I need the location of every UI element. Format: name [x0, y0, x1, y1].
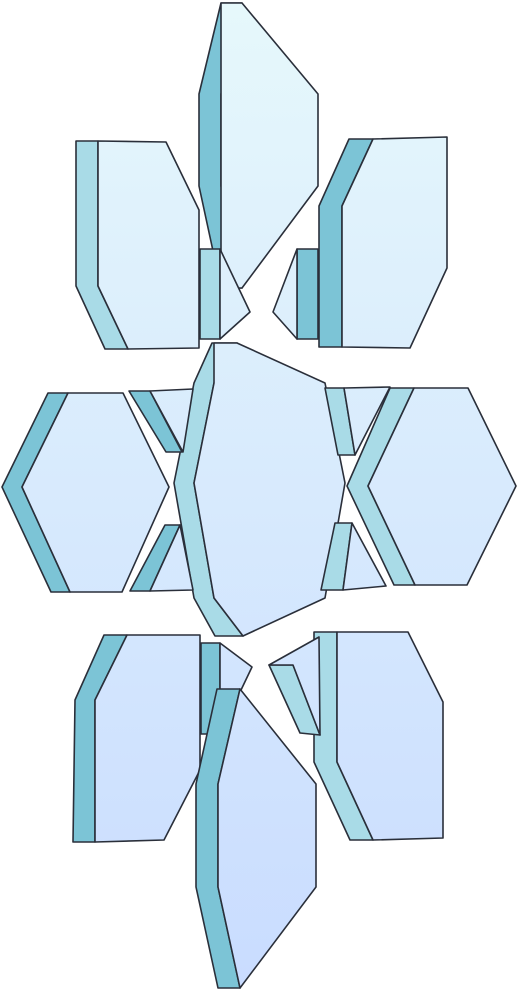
- tile-lower-left-slab: [72, 634, 201, 843]
- tile-face: [367, 387, 517, 586]
- tile-left-hexagon: [1, 392, 170, 593]
- tile-center-octagon: [173, 342, 346, 637]
- tile-face: [343, 386, 391, 456]
- tile-upper-left-slab: [75, 140, 200, 350]
- tile-face: [193, 342, 346, 637]
- tile-face: [21, 392, 170, 593]
- tile-face: [217, 688, 317, 989]
- tile-face: [268, 636, 321, 736]
- tile-bottom-hexagon: [195, 688, 317, 989]
- tile-face: [97, 140, 200, 350]
- tile-mid-lower-left-wedge: [129, 524, 194, 592]
- tile-mid-upper-right-wedge: [324, 386, 391, 456]
- tile-lower-right-slab: [313, 631, 444, 841]
- tile-mid-upper-left-wedge: [128, 388, 194, 453]
- tile-face: [149, 524, 194, 592]
- tile-face: [94, 634, 201, 843]
- tile-upper-left-wedge: [199, 248, 251, 340]
- tile-top-hexagon: [198, 2, 319, 289]
- tile-side: [128, 390, 183, 453]
- tile-face: [342, 522, 387, 591]
- tile-face: [336, 631, 444, 841]
- tile-mid-lower-right-wedge: [320, 522, 387, 591]
- tile-side: [199, 248, 221, 340]
- tile-right-hexagon: [346, 387, 517, 586]
- tile-upper-right-slab: [318, 136, 448, 349]
- tile-face: [341, 136, 448, 349]
- tile-upper-right-wedge: [272, 248, 319, 340]
- tile-face: [220, 2, 319, 289]
- tile-face: [272, 248, 298, 340]
- tile-face: [219, 248, 251, 340]
- tile-face: [149, 388, 194, 453]
- tile-side: [296, 248, 319, 340]
- tile-lower-right-wedge: [268, 636, 321, 736]
